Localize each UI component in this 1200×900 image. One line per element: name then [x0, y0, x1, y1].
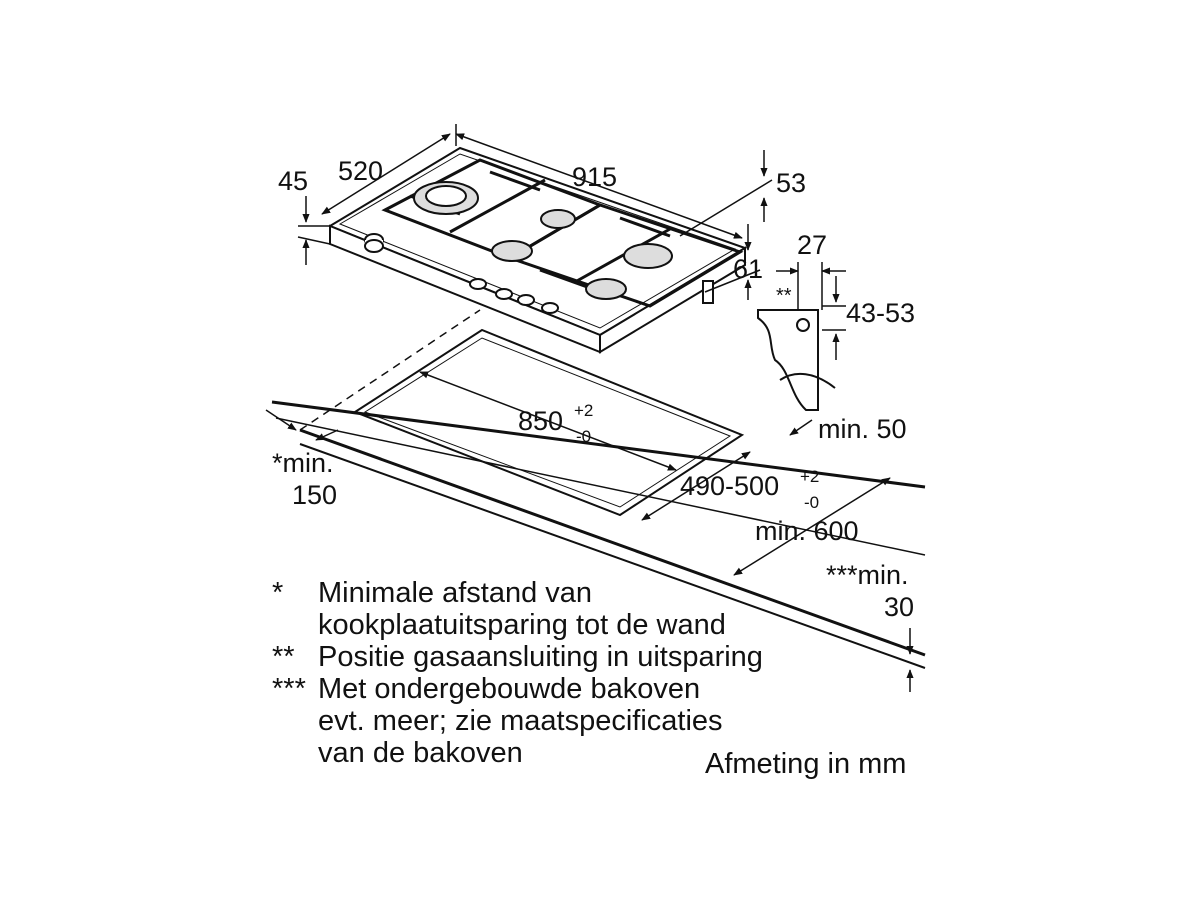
dim-cutout-width-tol-plus: +2	[574, 401, 593, 420]
dimension-lines	[265, 124, 914, 692]
dim-cutout-depth-tol-plus: +2	[800, 467, 819, 486]
burner-rear-right	[623, 243, 673, 269]
worktop-front-edge	[299, 428, 926, 657]
dim-cutout-width-tol-minus: -0	[576, 427, 591, 446]
dim-width-top: 915	[572, 162, 617, 192]
dim-bracket-height: 43-53	[846, 298, 915, 328]
legend-mark: *	[272, 577, 284, 609]
unit-note: Afmeting in mm	[705, 748, 907, 780]
dim-cutout-depth: 490-500	[680, 471, 779, 501]
control-knobs	[364, 233, 559, 314]
hob	[327, 146, 748, 354]
dim-height-left: 45	[278, 166, 308, 196]
burner-front-right	[585, 278, 627, 300]
dim-cutout-depth-tol-minus: -0	[804, 493, 819, 512]
legend-item: ** Positie gasaansluiting in uitsparing	[272, 641, 763, 673]
legend-mark: ***	[272, 673, 306, 705]
dim-min-wall-2: 150	[292, 480, 337, 510]
legend-text: Positie gasaansluiting in uitsparing	[318, 641, 763, 673]
cutout	[352, 328, 745, 517]
dim-min-worktop: min. 600	[755, 516, 859, 546]
legend-mark: **	[272, 641, 295, 673]
dim-cutout-width: 850	[518, 406, 563, 436]
gas-connector	[702, 280, 714, 304]
dim-bracket-width: 27	[797, 230, 827, 260]
dim-min-thickness-1: ***min.	[826, 560, 909, 590]
dim-height-right: 53	[776, 168, 806, 198]
burner-rear-center	[540, 209, 576, 229]
dim-min-front: min. 50	[818, 414, 907, 444]
dim-min-wall-1: *min.	[272, 448, 334, 478]
dim-min-thickness-2: 30	[884, 592, 914, 622]
burner-front-center	[491, 240, 533, 262]
dim-edge-right: 61	[733, 254, 763, 284]
dim-bracket-mark: **	[776, 285, 792, 307]
mounting-bracket	[757, 309, 836, 411]
dim-depth-top: 520	[338, 156, 383, 186]
